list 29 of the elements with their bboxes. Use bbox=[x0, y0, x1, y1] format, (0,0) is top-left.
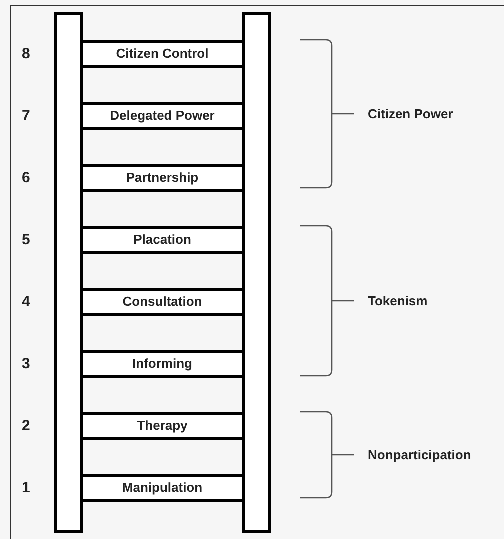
ladder-rung bbox=[83, 288, 242, 316]
rung-number: 2 bbox=[22, 418, 32, 434]
rung-number: 5 bbox=[22, 232, 32, 248]
ladder-rung bbox=[83, 226, 242, 254]
rung-number: 1 bbox=[22, 480, 32, 496]
rung-label: Informing bbox=[132, 355, 192, 374]
rung-label: Partnership bbox=[126, 169, 199, 188]
ladder-rung bbox=[83, 102, 242, 130]
group-label: Nonparticipation bbox=[368, 448, 472, 462]
ladder-rung bbox=[83, 350, 242, 378]
rung-label: Placation bbox=[134, 231, 192, 250]
rung-label: Citizen Control bbox=[116, 45, 209, 64]
ladder-rail bbox=[54, 12, 83, 533]
rung-number: 6 bbox=[22, 170, 32, 186]
rung-label: Consultation bbox=[122, 293, 202, 312]
ladder-rail bbox=[242, 12, 271, 533]
ladder-rung bbox=[83, 474, 242, 502]
rung-number: 8 bbox=[22, 46, 32, 62]
rung-number: 4 bbox=[22, 294, 32, 310]
rung-label: Therapy bbox=[137, 417, 188, 436]
rung-label: Delegated Power bbox=[110, 107, 215, 126]
group-label: Citizen Power bbox=[368, 108, 454, 120]
ladder-rung bbox=[83, 40, 242, 68]
rung-number: 7 bbox=[22, 108, 32, 124]
rung-label: Manipulation bbox=[122, 479, 203, 498]
ladder-rung bbox=[83, 412, 242, 440]
group-label: Tokenism bbox=[368, 294, 428, 308]
rung-number: 3 bbox=[22, 356, 32, 372]
ladder-rung bbox=[83, 164, 242, 192]
